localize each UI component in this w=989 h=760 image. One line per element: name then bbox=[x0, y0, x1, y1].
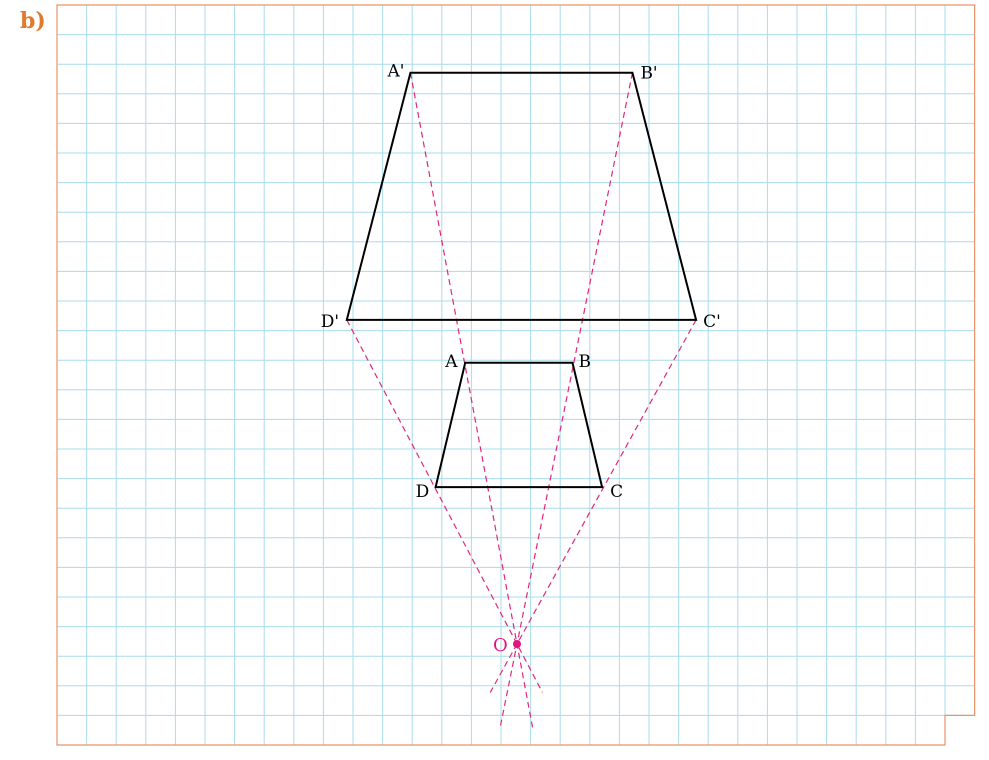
vertex-label-c-prime: C' bbox=[703, 312, 721, 332]
vertex-label-b: B bbox=[579, 352, 592, 372]
center-point-o bbox=[513, 640, 521, 648]
trapezoid-abcd bbox=[434, 361, 604, 489]
paper-border bbox=[56, 4, 976, 746]
vertex-label-c: C bbox=[610, 482, 623, 502]
vertex-label-b-prime: B' bbox=[640, 64, 657, 84]
vertex-labels: A A' B B' C C' D D' O bbox=[321, 62, 721, 656]
projection-line-c bbox=[489, 319, 697, 693]
center-label-o: O bbox=[493, 635, 508, 656]
part-label: b) bbox=[20, 8, 46, 34]
grid-paper bbox=[56, 4, 976, 746]
vertex-label-a: A bbox=[444, 352, 458, 372]
vertex-label-d: D bbox=[416, 482, 430, 502]
projection-line-a bbox=[409, 72, 534, 730]
projection-lines bbox=[346, 72, 697, 730]
trapezoid-abcd-prime bbox=[345, 71, 698, 321]
vertex-label-a-prime: A' bbox=[386, 62, 404, 82]
projection-line-d bbox=[346, 319, 543, 693]
vertex-label-d-prime: D' bbox=[321, 312, 339, 332]
projection-line-b bbox=[499, 72, 634, 730]
